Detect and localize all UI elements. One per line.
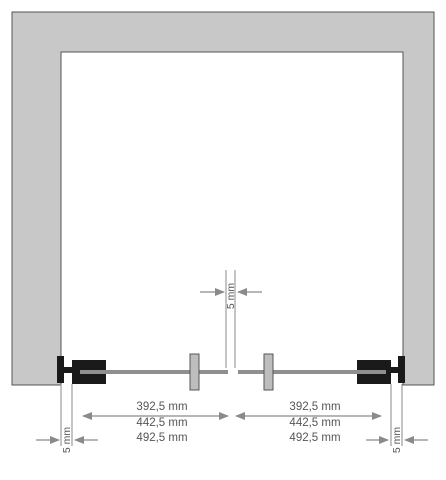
left-profile-connector [64,367,74,373]
left-wall-profile [57,356,64,383]
right-wall-profile [398,356,405,383]
left-width-label-2: 442,5 mm [136,417,187,429]
gap-top-label: 5 mm [225,283,237,310]
right-handle [263,353,274,391]
left-handle [189,353,200,391]
left-width-label-3: 492,5 mm [136,432,187,444]
right-profile-connector [389,367,399,373]
right-door-rail [238,370,386,374]
right-width-label-3: 492,5 mm [289,432,340,444]
right-width-label-1: 392,5 mm [289,401,340,413]
left-door-rail [80,370,228,374]
left-gap-label: 5 mm [61,427,73,454]
wall-niche [11,11,435,386]
left-width-label-1: 392,5 mm [136,401,187,413]
right-gap-label: 5 mm [391,427,403,454]
right-width-label-2: 442,5 mm [289,417,340,429]
